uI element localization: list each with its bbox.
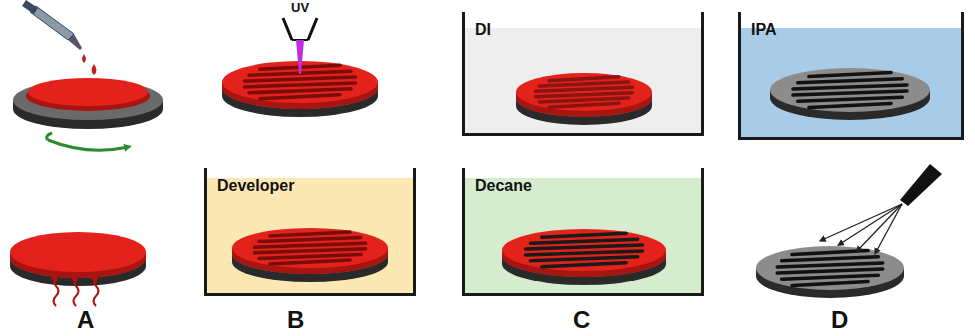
spin-arrow	[47, 133, 52, 140]
pattern-stripe	[798, 79, 903, 83]
pattern-stripe	[249, 89, 351, 93]
heat-wave	[54, 278, 59, 306]
bath-label: Decane	[465, 168, 532, 195]
bath-label: DI	[465, 12, 491, 39]
dropper-tip	[68, 34, 82, 50]
spray-line	[822, 204, 902, 240]
pattern-stripe	[542, 263, 626, 267]
pattern-stripe	[798, 97, 903, 101]
dropper-bulb	[22, 0, 38, 14]
pattern-stripe	[549, 103, 619, 107]
wafer-surface	[10, 232, 146, 272]
wafer-surface	[756, 246, 904, 290]
uv-beam	[296, 40, 304, 74]
rinse-bath: IPA	[738, 12, 964, 140]
rinse-bath: DI	[462, 12, 704, 136]
spray-line	[840, 204, 902, 244]
pattern-stripe	[530, 239, 637, 243]
spin-arrow	[48, 140, 128, 150]
bath-label: IPA	[741, 12, 776, 39]
pattern-stripe	[549, 77, 619, 81]
pattern-stripe	[526, 251, 643, 255]
pattern-stripe	[792, 251, 868, 255]
pattern-stripe	[254, 249, 365, 253]
pattern-stripe	[244, 83, 355, 87]
pattern-stripe	[792, 281, 868, 285]
pattern-stripe	[259, 238, 361, 242]
pattern-stripe	[259, 254, 361, 258]
resist-puddle	[28, 78, 148, 106]
rinse-bath: Developer	[204, 168, 416, 296]
pattern-stripe	[536, 87, 633, 91]
uv-label: UV	[291, 0, 309, 15]
pattern-stripe	[536, 93, 633, 97]
rinse-bath: Decane	[462, 168, 704, 296]
pattern-stripe	[809, 73, 891, 77]
step-letter: D	[831, 306, 848, 334]
pattern-stripe	[270, 232, 350, 236]
spray-nozzle	[900, 164, 942, 206]
liquid-fill	[740, 28, 962, 138]
wafer-surface	[502, 229, 666, 271]
spray-line	[858, 204, 902, 250]
drop	[82, 54, 86, 63]
pattern-stripe	[777, 263, 883, 267]
wafer-surface	[770, 68, 930, 112]
pattern-stripe	[793, 91, 907, 95]
pattern-stripe	[526, 245, 643, 249]
pattern-stripe	[254, 243, 365, 247]
pattern-stripe	[244, 77, 355, 81]
heat-wave	[94, 278, 99, 306]
liquid-fill	[464, 178, 702, 294]
wafer-surface	[232, 228, 388, 268]
bath-label: Developer	[207, 168, 294, 195]
pattern-stripe	[782, 275, 879, 279]
step-letter: B	[287, 306, 304, 334]
wafer-surface	[516, 73, 652, 111]
liquid-fill	[464, 28, 702, 134]
pattern-stripe	[270, 260, 350, 264]
step-letter: C	[573, 306, 590, 334]
step-letter: A	[77, 306, 94, 334]
drop	[92, 64, 97, 75]
pattern-stripe	[530, 257, 637, 261]
pattern-stripe	[793, 85, 907, 89]
dropper	[30, 6, 74, 40]
pattern-stripe	[542, 233, 626, 237]
pattern-stripe	[260, 95, 340, 99]
heat-wave	[74, 278, 79, 306]
pattern-stripe	[782, 257, 879, 261]
pattern-stripe	[809, 103, 891, 107]
pattern-stripe	[777, 269, 883, 273]
uv-nozzle	[283, 18, 317, 40]
liquid-fill	[206, 178, 414, 294]
pattern-stripe	[540, 82, 629, 86]
pattern-stripe	[540, 98, 629, 102]
spray-line	[876, 204, 902, 252]
